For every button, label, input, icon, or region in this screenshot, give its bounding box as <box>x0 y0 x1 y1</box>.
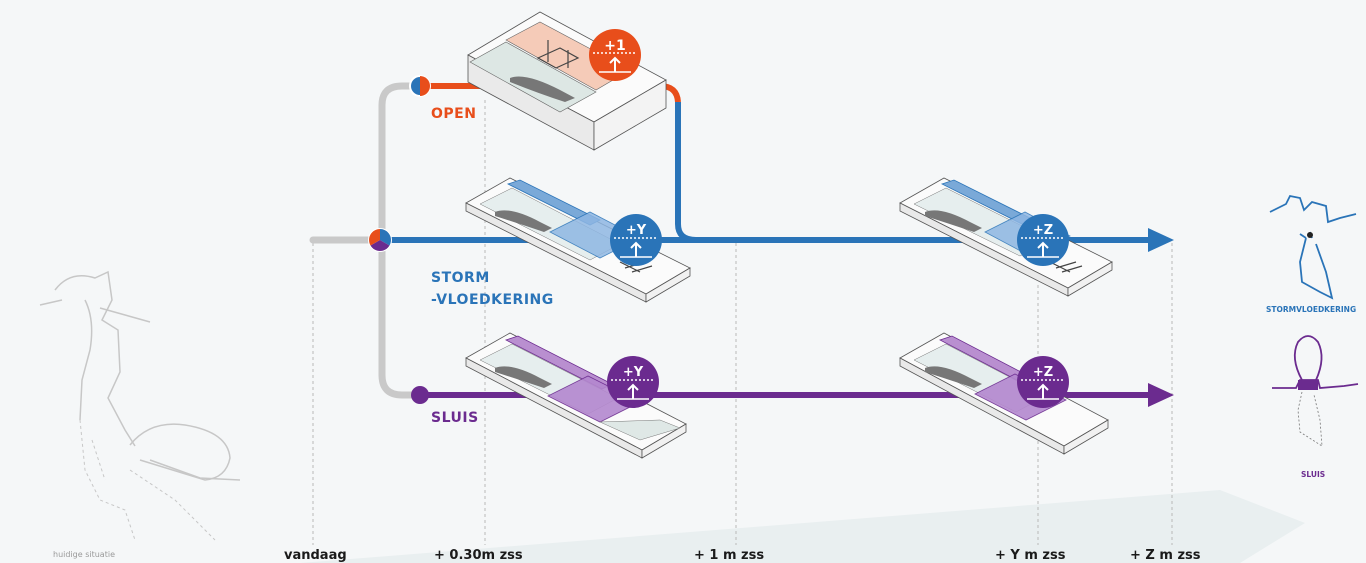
sluis-start-dot <box>411 386 429 404</box>
storm-badge-2 <box>1017 214 1069 266</box>
open-label: OPEN <box>431 106 477 122</box>
current-situation-caption: huidige situatie <box>53 550 115 559</box>
sluis-block-1 <box>465 332 687 459</box>
sluis-block-2 <box>899 332 1109 455</box>
sluis-badge-1-label: +Y <box>623 365 644 380</box>
sluis-badge-2-label: +Z <box>1033 365 1053 380</box>
open-block <box>467 11 667 151</box>
open-split-node <box>409 75 431 97</box>
tick-label: + 1 m zss <box>694 548 765 563</box>
storm-badge-2-label: +Z <box>1033 223 1053 238</box>
open-badge-label: +1 <box>604 38 625 54</box>
storm-badge-1 <box>610 214 662 266</box>
trunk-line <box>309 82 424 399</box>
sluis-label: SLUIS <box>431 410 479 426</box>
storm-map-icon <box>1269 194 1357 300</box>
current-situation-map <box>39 270 241 481</box>
storm-label-line1: STORM <box>431 270 490 286</box>
open-to-storm-line <box>675 102 740 243</box>
tick-label: + Z m zss <box>1130 548 1201 563</box>
sluis-arrowhead <box>1148 383 1174 407</box>
storm-map-caption: STORMVLOEDKERING <box>1266 305 1357 314</box>
storm-badge-1-label: +Y <box>626 223 647 238</box>
sluis-badge-1 <box>607 356 659 408</box>
tick-label: + 0.30m zss <box>434 548 523 563</box>
guide-lines <box>312 100 1173 545</box>
open-badge <box>589 29 641 81</box>
sluis-map-caption: SLUIS <box>1301 470 1326 479</box>
main-split-node <box>368 228 392 252</box>
storm-label-line2: -VLOEDKERING <box>431 292 554 308</box>
storm-arrowhead <box>1148 228 1174 252</box>
sluis-badge-2 <box>1017 356 1069 408</box>
timeline-wedge <box>300 490 1305 563</box>
tick-label: vandaag <box>284 548 347 563</box>
tick-label: + Y m zss <box>995 548 1066 563</box>
